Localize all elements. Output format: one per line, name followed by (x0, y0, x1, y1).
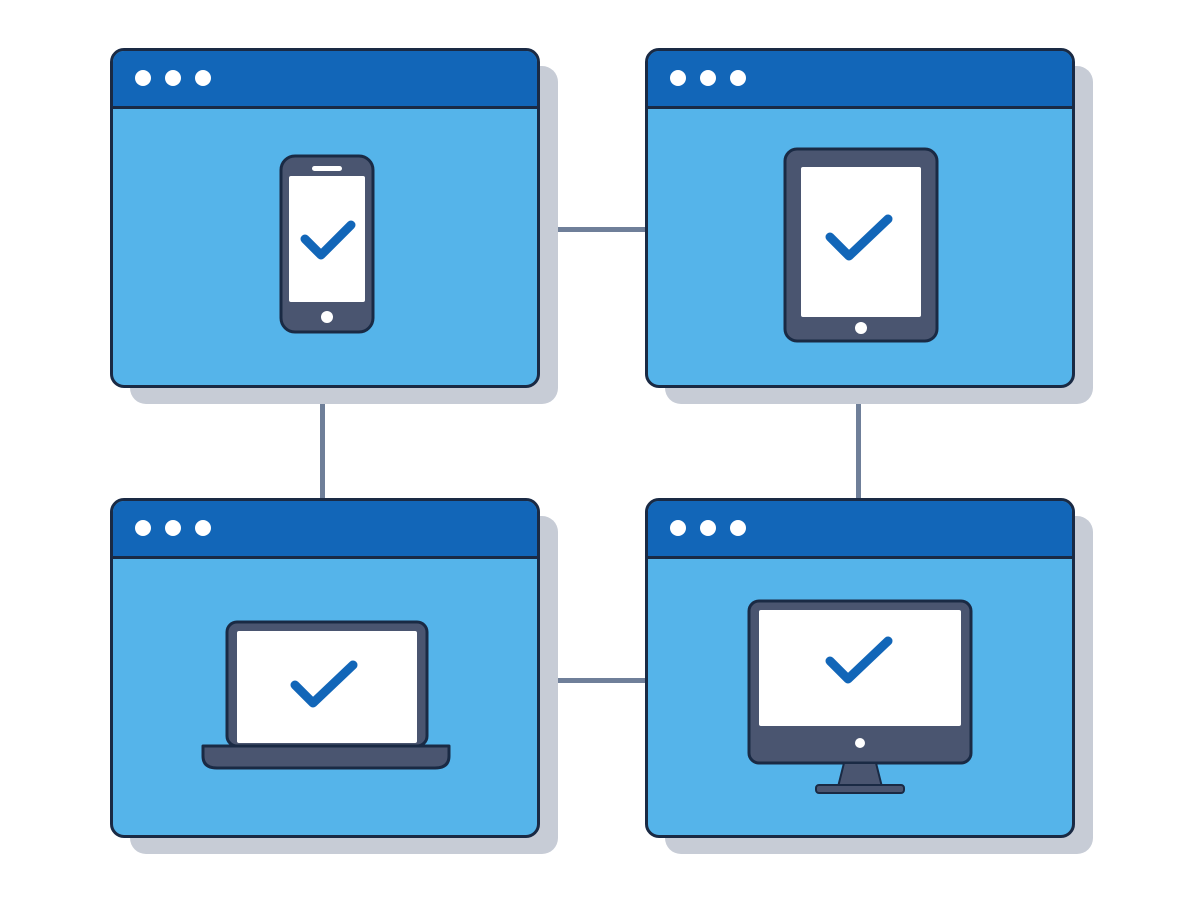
check-icon (300, 220, 356, 260)
window-dot-icon (165, 70, 181, 86)
connector-right (856, 385, 861, 500)
window-dot-icon (135, 520, 151, 536)
connector-top (538, 227, 646, 232)
tablet-icon (648, 109, 1072, 385)
window-dot-icon (135, 70, 151, 86)
browser-window-bottom-right (645, 498, 1093, 854)
browser-window-top-right (645, 48, 1093, 404)
check-icon (825, 214, 893, 261)
browser-window-top-left (110, 48, 558, 404)
window-titlebar (648, 51, 1072, 109)
window-dot-icon (700, 70, 716, 86)
window-dot-icon (670, 520, 686, 536)
connector-left (320, 385, 325, 500)
window-dot-icon (730, 70, 746, 86)
window-dot-icon (730, 520, 746, 536)
browser-window (645, 498, 1075, 838)
browser-window (110, 498, 540, 838)
window-dot-icon (165, 520, 181, 536)
window-dot-icon (670, 70, 686, 86)
window-titlebar (648, 501, 1072, 559)
window-titlebar (113, 501, 537, 559)
window-dot-icon (700, 520, 716, 536)
window-dot-icon (195, 520, 211, 536)
check-icon (290, 660, 358, 708)
window-titlebar (113, 51, 537, 109)
connector-bottom (538, 678, 646, 683)
check-icon (825, 636, 893, 684)
window-dot-icon (195, 70, 211, 86)
browser-window-bottom-left (110, 498, 558, 854)
desktop-monitor-icon (648, 559, 1072, 835)
browser-window (645, 48, 1075, 388)
browser-window (110, 48, 540, 388)
smartphone-icon (113, 109, 537, 385)
laptop-icon (113, 559, 537, 835)
